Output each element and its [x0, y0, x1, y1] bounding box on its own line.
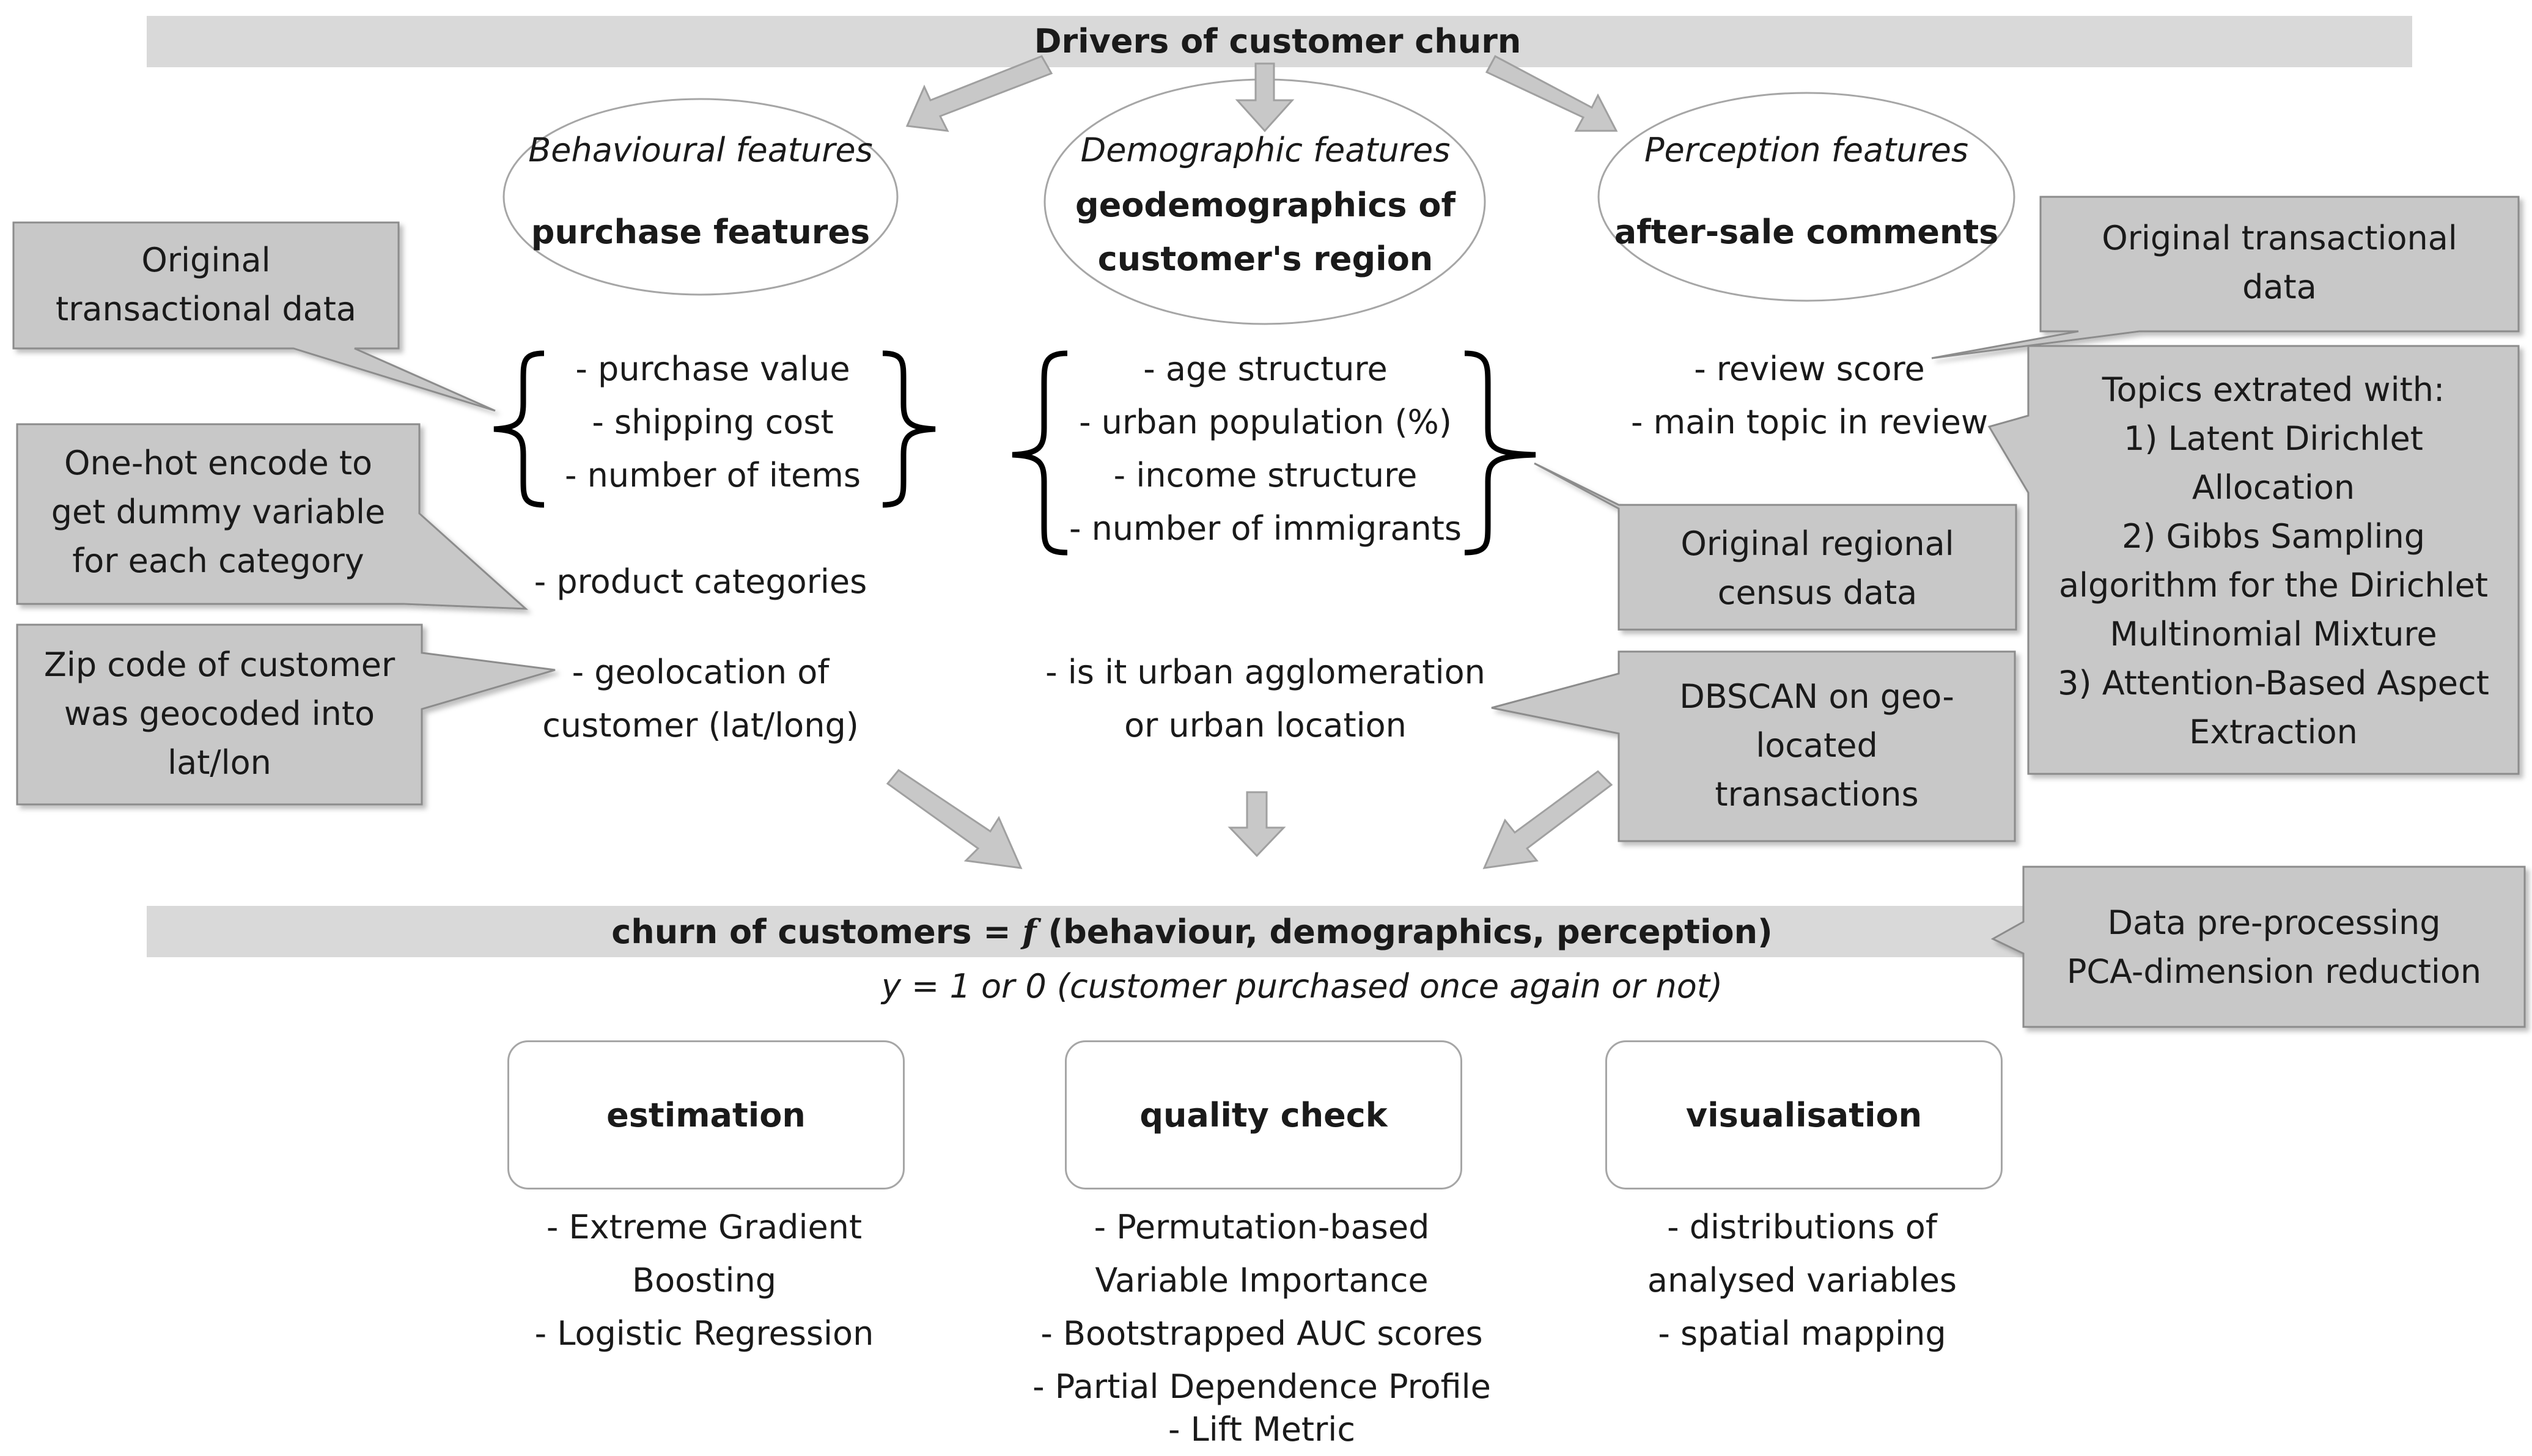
callout-line: census data	[1717, 573, 1918, 612]
callout-line: algorithm for the Dirichlet	[2058, 566, 2489, 605]
behavioural-item: - number of items	[565, 456, 861, 495]
callout-preprocessing-shape	[1990, 866, 2526, 1028]
perception-ellipse	[1597, 92, 2015, 302]
visualisation-item: - distributions of	[1667, 1208, 1937, 1246]
callout-census: Original regional census data	[1619, 520, 2016, 617]
callout-line: Zip code of customer	[43, 645, 396, 684]
callout-line: data	[2242, 268, 2317, 306]
callout-orig-trans-right: Original transactional data	[2041, 214, 2519, 312]
brace-behavioural-left	[493, 350, 545, 508]
quality-check-item: - Partial Dependence Profile	[1032, 1367, 1491, 1406]
geolocation-line1: - geolocation of	[572, 653, 830, 691]
quality-check-item: - Lift Metric	[1168, 1410, 1356, 1449]
callout-line: transactions	[1715, 775, 1919, 814]
quality-check-item: - Bootstrapped AUC scores	[1040, 1314, 1483, 1353]
urban-line2: or urban location	[1124, 706, 1407, 745]
behavioural-name: purchase features	[531, 213, 870, 251]
visualisation-box: visualisation	[1605, 1040, 2003, 1189]
estimation-item: Boosting	[632, 1261, 776, 1300]
perception-item: - main topic in review	[1630, 403, 1989, 441]
visualisation-item: - spatial mapping	[1658, 1314, 1946, 1353]
arrow-title-to-demographic	[1235, 62, 1295, 133]
brace-demographic-right	[1464, 350, 1536, 556]
callout-orig-trans-left: Original transactional data	[13, 236, 399, 334]
callout-dbscan: DBSCAN on geo- located transactions	[1619, 672, 2015, 819]
perception-name: after-sale comments	[1614, 213, 1999, 251]
callout-line: One-hot encode to	[64, 444, 373, 482]
callout-onehot: One-hot encode to get dummy variable for…	[17, 439, 419, 586]
callout-line: was geocoded into	[64, 694, 375, 733]
visualisation-item: analysed variables	[1647, 1261, 1957, 1300]
callout-preprocessing: Data pre-processing PCA-dimension reduct…	[2023, 899, 2525, 996]
estimation-box: estimation	[507, 1040, 905, 1189]
behavioural-item: - shipping cost	[592, 403, 834, 441]
callout-line: Data pre-processing	[2107, 903, 2441, 942]
callout-census-shape	[1534, 462, 2017, 631]
callout-line: Original transactional	[2102, 219, 2457, 257]
perception-item: - review score	[1694, 350, 1925, 388]
quality-check-item: - Permutation-based	[1094, 1208, 1430, 1246]
callout-line: Allocation	[2192, 468, 2355, 507]
callout-line: DBSCAN on geo-	[1679, 677, 1954, 716]
behavioural-item: - purchase value	[575, 350, 850, 388]
quality-check-item: Variable Importance	[1095, 1261, 1429, 1300]
callout-line: 1) Latent Dirichlet	[2124, 419, 2423, 458]
callout-line: Original	[141, 241, 271, 279]
callout-line: Original regional	[1680, 524, 1954, 563]
brace-behavioural-right	[882, 350, 936, 508]
brace-demographic-left	[1012, 350, 1068, 556]
callout-line: located	[1756, 726, 1878, 765]
demographic-item: - number of immigrants	[1069, 509, 1462, 548]
formula-bar	[147, 906, 2262, 957]
behavioural-category: Behavioural features	[528, 131, 873, 169]
arrow-title-to-perception	[1485, 54, 1618, 132]
demographic-item: - income structure	[1113, 456, 1418, 495]
estimation-item: - Logistic Regression	[534, 1314, 874, 1353]
behavioural-ellipse	[502, 98, 899, 296]
callout-line: Extraction	[2189, 713, 2358, 751]
arrow-perception-to-formula	[1482, 770, 1613, 869]
callout-zip-shape	[16, 623, 556, 806]
formula-prefix: churn of customers =	[611, 913, 1023, 951]
callout-topics: Topics extrated with: 1) Latent Dirichle…	[2028, 366, 2519, 757]
callout-line: lat/lon	[167, 743, 271, 782]
geolocation-line2: customer (lat/long)	[542, 706, 859, 745]
model-formula: churn of customers = f (behaviour, demog…	[367, 906, 2017, 958]
model-subtitle: y = 1 or 0 (customer purchased once agai…	[881, 967, 1723, 1006]
demographic-item: - urban population (%)	[1079, 403, 1452, 441]
demographic-item: - age structure	[1143, 350, 1388, 388]
arrow-behavioural-to-formula	[886, 768, 1023, 869]
callout-orig-trans-left-shape	[12, 221, 496, 412]
callout-line: Topics extrated with:	[2102, 370, 2445, 409]
perception-category: Perception features	[1644, 131, 1969, 169]
callout-zip: Zip code of customer was geocoded into l…	[17, 641, 422, 787]
demographic-name-line1: geodemographics of	[1075, 186, 1456, 224]
formula-suffix: (behaviour, demographics, perception)	[1036, 913, 1773, 951]
callout-line: PCA-dimension reduction	[2066, 952, 2482, 991]
demographic-name-line2: customer's region	[1097, 240, 1433, 278]
arrow-demographic-to-formula	[1227, 791, 1286, 858]
urban-line1: - is it urban agglomeration	[1045, 653, 1485, 691]
title-bar	[147, 16, 2412, 67]
callout-dbscan-shape	[1491, 650, 2016, 842]
callout-line: transactional data	[56, 290, 356, 328]
callout-orig-trans-right-shape	[1931, 196, 2520, 359]
callout-line: for each category	[72, 542, 364, 580]
callout-topics-shape	[1987, 345, 2520, 775]
estimation-item: - Extreme Gradient	[546, 1208, 863, 1246]
callout-onehot-shape	[16, 423, 529, 610]
quality-check-box: quality check	[1065, 1040, 1462, 1189]
formula-f: f	[1022, 912, 1037, 951]
product-categories: - product categories	[534, 562, 867, 601]
arrow-title-to-behavioural	[905, 55, 1053, 132]
diagram-title: Drivers of customer churn	[1034, 22, 1522, 61]
callout-line: 2) Gibbs Sampling	[2121, 517, 2426, 556]
callout-line: get dummy variable	[51, 493, 386, 531]
demographic-category: Demographic features	[1080, 131, 1451, 169]
callout-line: 3) Attention-Based Aspect	[2058, 664, 2489, 702]
callout-line: Multinomial Mixture	[2110, 615, 2437, 653]
